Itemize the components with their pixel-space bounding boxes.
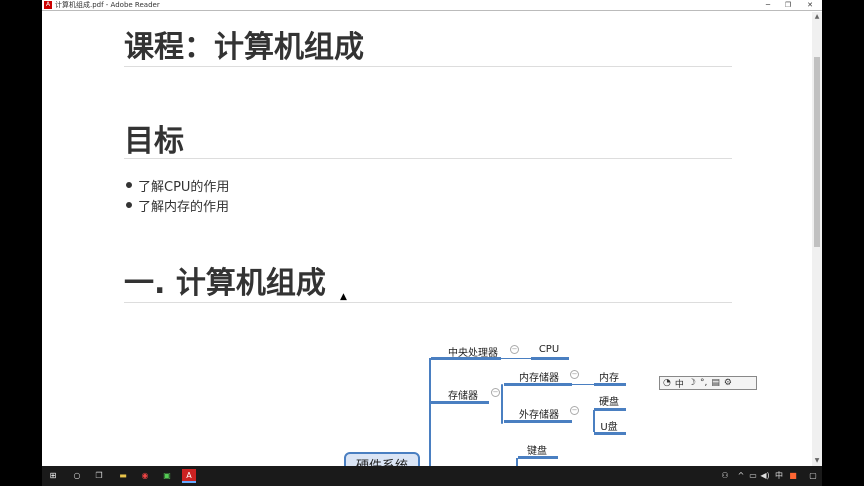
file-explorer-icon[interactable]: ▬	[119, 471, 127, 480]
ime-logo-icon[interactable]: ◔	[663, 378, 671, 388]
moon-icon[interactable]: ☽	[687, 378, 696, 388]
mouse-cursor-icon: ▲	[340, 292, 347, 302]
node-hard-disk[interactable]: 硬盘	[599, 397, 619, 408]
title-bar: A 计算机组成.pdf - Adobe Reader ─ ❐ ✕	[42, 0, 822, 11]
ime-language-toggle[interactable]: 中	[674, 379, 684, 390]
node-hardware-system[interactable]: 硬件系统	[344, 452, 420, 466]
list-item: 了解CPU的作用	[125, 176, 229, 195]
scroll-down-icon[interactable]: ▼	[814, 457, 820, 464]
window-title: 计算机组成.pdf - Adobe Reader	[55, 1, 160, 9]
node-external-storage[interactable]: 外存储器	[519, 410, 559, 421]
gear-icon[interactable]: ⚙	[723, 378, 732, 388]
windows-start-icon[interactable]: ⊞	[49, 471, 57, 480]
people-icon[interactable]: ⚇	[721, 471, 729, 480]
taskbar: ⊞ ○ ❐ ▬ ◉ ▣ A ⚇ ^ ▭ ◀) 中 ■ ▢	[42, 466, 822, 486]
list-item: 了解内存的作用	[125, 196, 229, 215]
page-title: 课程：计算机组成	[124, 30, 364, 65]
adobe-reader-window: A 计算机组成.pdf - Adobe Reader ─ ❐ ✕ 课程：计算机组…	[42, 0, 822, 466]
tray-app-icon[interactable]: ■	[789, 471, 797, 480]
volume-icon[interactable]: ◀)	[760, 471, 770, 480]
divider	[124, 302, 732, 303]
node-internal-storage[interactable]: 内存储器	[519, 373, 559, 384]
node-usb-disk[interactable]: U盘	[600, 422, 618, 433]
ime-toolbar: ◔ 中 ☽ °, ▤ ⚙	[659, 376, 757, 390]
document-page: 课程：计算机组成 目标 了解CPU的作用 了解内存的作用 一. 计算机组成 中央…	[42, 12, 812, 466]
close-button[interactable]: ✕	[807, 1, 813, 9]
node-cpu[interactable]: CPU	[538, 344, 560, 355]
restore-button[interactable]: ❐	[784, 1, 792, 9]
show-hidden-icons[interactable]: ^	[737, 471, 745, 480]
collapse-icon[interactable]: −	[491, 388, 500, 397]
goal-heading: 目标	[124, 124, 184, 159]
app-icon[interactable]: ▣	[163, 471, 171, 480]
ime-indicator[interactable]: 中	[775, 471, 783, 480]
section-heading: 一. 计算机组成	[124, 266, 326, 301]
punctuation-icon[interactable]: °,	[699, 378, 708, 388]
minimize-button[interactable]: ─	[765, 1, 771, 9]
node-storage[interactable]: 存储器	[448, 391, 478, 402]
divider	[124, 158, 732, 159]
node-keyboard[interactable]: 键盘	[527, 446, 547, 457]
notification-icon[interactable]: ▢	[809, 471, 817, 480]
divider	[124, 66, 732, 67]
scroll-up-icon[interactable]: ▲	[814, 13, 820, 20]
collapse-icon[interactable]: −	[570, 406, 579, 415]
keyboard-icon[interactable]: ▤	[711, 378, 720, 388]
vertical-scrollbar[interactable]: ▲ ▼	[812, 12, 822, 466]
collapse-icon[interactable]: −	[570, 370, 579, 379]
node-cpu-branch[interactable]: 中央处理器	[448, 348, 498, 359]
network-icon[interactable]: ▭	[749, 471, 757, 480]
task-view-icon[interactable]: ❐	[95, 471, 103, 480]
adobe-reader-icon: A	[44, 1, 52, 9]
adobe-reader-taskbar-icon[interactable]: A	[182, 469, 196, 483]
collapse-icon[interactable]: −	[510, 345, 519, 354]
chrome-icon[interactable]: ◉	[141, 471, 149, 480]
node-memory[interactable]: 内存	[599, 373, 619, 384]
search-icon[interactable]: ○	[73, 471, 81, 480]
scrollbar-thumb[interactable]	[814, 57, 820, 247]
